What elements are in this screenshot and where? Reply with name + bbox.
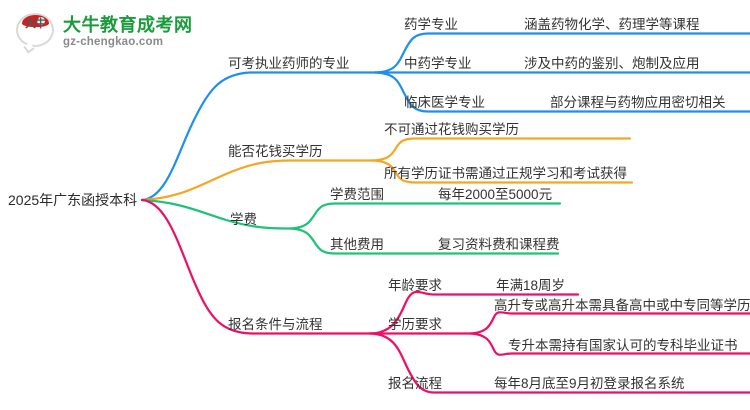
branch-node-buy-degree[interactable]: 能否花钱买学历: [228, 144, 323, 159]
child-node-tcm-major[interactable]: 中药学专业: [404, 56, 472, 71]
detail-other-fees[interactable]: 复习资料费和课程费: [438, 237, 560, 252]
detail-education-gaosheng[interactable]: 高升专或高升本需具备高中或中专同等学历: [494, 298, 750, 313]
connector-root-to-application: [140, 198, 372, 335]
brand-title: 大牛教育成考网: [63, 15, 193, 35]
brand-logo-icon: 大牛: [16, 12, 56, 54]
connector-tuition-to-other-fees: [288, 227, 560, 255]
child-node-education-requirement[interactable]: 学历要求: [388, 317, 442, 332]
connector-buy-degree-to-formal-study: [370, 159, 634, 184]
branch-node-professions[interactable]: 可考执业药师的专业: [228, 56, 350, 71]
child-node-other-fees[interactable]: 其他费用: [330, 237, 384, 252]
brand-domain: gz-chengkao.com: [63, 36, 164, 48]
branch-node-tuition[interactable]: 学费: [230, 212, 257, 227]
connector-root-to-tuition: [140, 198, 292, 230]
root-node-label[interactable]: 2025年广东函授本科: [8, 192, 138, 208]
detail-tcm-major[interactable]: 涉及中药的鉴别、炮制及应用: [524, 56, 700, 71]
child-node-application-process[interactable]: 报名流程: [388, 376, 442, 391]
brand-watermark: 大牛 大牛教育成考网 gz-chengkao.com: [16, 10, 196, 54]
detail-application-process[interactable]: 每年8月底至9月初登录报名系统: [494, 376, 685, 391]
child-node-formal-study[interactable]: 所有学历证书需通过正规学习和考试获得: [384, 166, 627, 181]
detail-clinical-major[interactable]: 部分课程与药物应用密切相关: [550, 95, 726, 110]
detail-tuition-range[interactable]: 每年2000至5000元: [438, 187, 553, 202]
logo-dot-shape: [37, 17, 45, 25]
connector-application-to-process: [368, 332, 750, 394]
connector-professions-to-pharmacy: [373, 32, 750, 74]
connector-education-to-zhuansheng: [468, 332, 750, 356]
detail-education-zhuansheng[interactable]: 专升本需持有国家认可的专科毕业证书: [508, 338, 738, 353]
branch-node-application[interactable]: 报名条件与流程: [228, 317, 323, 332]
detail-age-requirement[interactable]: 年满18周岁: [496, 278, 566, 293]
child-node-clinical-major[interactable]: 临床医学专业: [404, 95, 485, 110]
connector-application-to-age: [368, 290, 492, 335]
connector-education-to-gaosheng: [468, 311, 750, 335]
child-node-no-purchase[interactable]: 不可通过花钱购买学历: [384, 122, 519, 137]
connector-professions-to-clinical: [373, 71, 750, 113]
connector-root-to-buy-degree: [140, 159, 374, 202]
connector-root-to-professions: [140, 71, 377, 202]
logo-mark-text: 大牛: [25, 18, 46, 30]
connector-tuition-to-range: [288, 202, 562, 230]
connector-buy-degree-to-no-purchase: [370, 137, 632, 162]
child-node-pharmacy-major[interactable]: 药学专业: [404, 17, 458, 32]
child-node-tuition-range[interactable]: 学费范围: [330, 187, 384, 202]
detail-pharmacy-major[interactable]: 涵盖药物化学、药理学等课程: [524, 17, 700, 32]
brand-text-group: 大牛教育成考网 gz-chengkao.com: [63, 15, 193, 49]
child-node-age-requirement[interactable]: 年龄要求: [388, 278, 442, 293]
